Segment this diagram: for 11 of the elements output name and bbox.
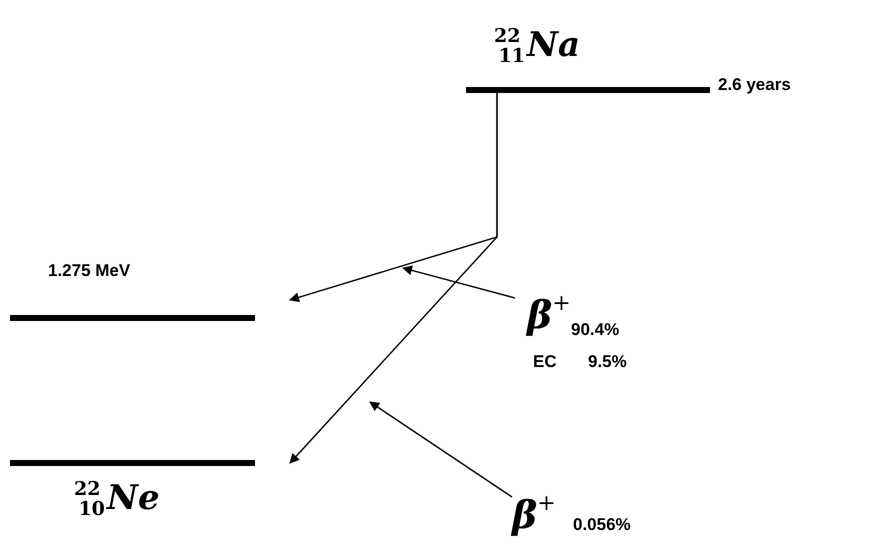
half-life-label: 2.6 years [718, 75, 791, 95]
branch-percent: 9.5% [588, 352, 627, 372]
beta-plus-symbol: β$^{+}$ [512, 492, 556, 537]
beta-plus-symbol: β$^{+}$ [527, 292, 571, 337]
decay-mode-label: EC [533, 352, 557, 372]
branch-percent: 0.056% [573, 515, 631, 535]
branch-percent: 90.4% [571, 320, 620, 340]
leader-arrow [402, 266, 516, 299]
energy-label: 1.275 MeV [48, 261, 130, 281]
decay-arrow [289, 93, 498, 464]
leader-arrow [369, 401, 512, 498]
